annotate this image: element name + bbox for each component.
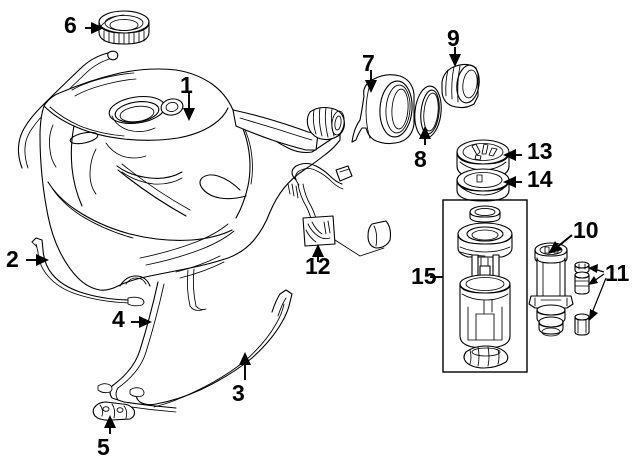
- leader-10: [548, 234, 573, 254]
- callout-label-14: 14: [527, 166, 553, 192]
- callout-label-4: 4: [112, 306, 125, 332]
- leader-5: [104, 415, 116, 434]
- part-fuel-tank-strap-front: [97, 281, 177, 413]
- callout-label-7: 7: [362, 50, 375, 76]
- part-fuel-cap: [98, 10, 150, 45]
- part-sender-gasket: [456, 168, 510, 202]
- leader-8: [419, 126, 431, 145]
- leader-9: [449, 47, 461, 67]
- leader-7: [365, 70, 377, 93]
- part-fuel-pump-module: [457, 205, 513, 369]
- callout-label-13: 13: [527, 138, 553, 164]
- part-fuel-tank-strap-rear: [129, 289, 293, 408]
- leader-1: [183, 92, 195, 121]
- part-fuel-pump-module-box: [442, 199, 528, 373]
- part-filler-grommet: [441, 63, 480, 109]
- leader-6: [85, 22, 104, 34]
- part-strap-bracket: [92, 401, 136, 421]
- callout-label-12: 12: [305, 253, 331, 279]
- callout-label-1: 1: [180, 72, 193, 98]
- callout-label-8: 8: [414, 146, 427, 172]
- part-pump-filter-set: [574, 261, 590, 336]
- callout-label-5: 5: [97, 434, 110, 460]
- leader-12: [312, 244, 324, 262]
- part-filler-housing: [351, 74, 415, 145]
- callout-label-11: 11: [605, 260, 630, 286]
- part-filler-seal-ring: [414, 85, 442, 139]
- leader-3: [239, 352, 251, 380]
- leader-11: [588, 264, 607, 321]
- callout-label-15: 15: [411, 263, 437, 289]
- leader-2: [26, 254, 49, 266]
- leader-4: [131, 316, 152, 328]
- part-fuel-tank: [39, 68, 345, 311]
- part-fuel-pump: [528, 242, 574, 337]
- callout-label-2: 2: [6, 246, 19, 272]
- callout-label-6: 6: [64, 12, 77, 38]
- callout-label-10: 10: [573, 217, 599, 243]
- callout-label-3: 3: [232, 380, 245, 406]
- part-fuel-level-sender: [287, 162, 392, 257]
- callout-label-9: 9: [447, 25, 460, 51]
- leader-14: [503, 176, 522, 188]
- leader-13: [503, 149, 522, 161]
- part-fuel-tank-strap-left: [31, 237, 145, 307]
